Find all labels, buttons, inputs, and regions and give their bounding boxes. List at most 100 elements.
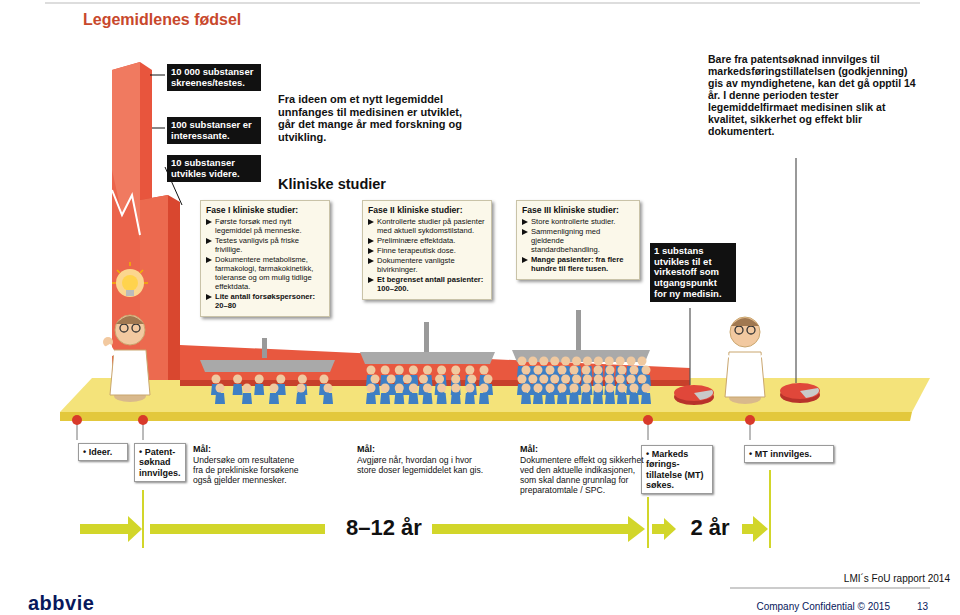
patient-head xyxy=(367,384,376,393)
patient-head xyxy=(642,366,651,375)
patient-head xyxy=(616,375,625,384)
callout-box: 10 substanser utvikles videre. xyxy=(167,155,261,182)
patient-head xyxy=(381,366,390,375)
patient-head xyxy=(594,357,603,366)
node-heading: 10 000 substanser skreenes/testes. xyxy=(171,67,257,88)
patient-head xyxy=(243,384,252,393)
bullet-row: Mange pasienter: fra flere hundre til fl… xyxy=(522,256,634,274)
goal-text: Undersøke om resultatene fra de preklini… xyxy=(193,456,305,486)
bullet-triangle xyxy=(206,219,212,225)
patient-figure xyxy=(465,393,475,404)
patient-head xyxy=(539,357,548,366)
patient-head xyxy=(437,384,446,393)
company-logo: abbvie xyxy=(28,592,118,615)
patient-head xyxy=(518,375,527,384)
node-text: Dokumentere metabolisme, farmakologi, fa… xyxy=(215,256,324,292)
bullet-row: Store kontrollerte studier. xyxy=(522,218,634,227)
callout-box: 1 substans utvikles til et virkestoff so… xyxy=(650,243,736,302)
patient-figure xyxy=(254,384,264,395)
patient-figure xyxy=(605,393,615,404)
bullet-triangle xyxy=(368,238,374,244)
node-heading: • Markeds førings-tillatelse (MT) søkes. xyxy=(646,449,708,490)
patient-head xyxy=(465,384,474,393)
node-text: Første forsøk med nytt legemiddel på men… xyxy=(215,218,324,236)
milestone-box: • Markeds førings-tillatelse (MT) søkes. xyxy=(641,445,713,494)
bullet-triangle xyxy=(522,219,528,225)
node-heading: • MT innvilges. xyxy=(749,449,829,459)
patient-head xyxy=(546,384,555,393)
patient-figure xyxy=(451,393,461,404)
patient-head xyxy=(618,384,627,393)
node-text: Finne terapeutisk dose. xyxy=(377,247,456,256)
patient-figure xyxy=(394,393,404,404)
node-heading: Fase I kliniske studier: xyxy=(206,205,324,215)
patient-head xyxy=(528,357,537,366)
bullet-row: Første forsøk med nytt legemiddel på men… xyxy=(206,218,324,236)
patient-head xyxy=(467,375,476,384)
patient-head xyxy=(522,366,531,375)
patient-head xyxy=(606,384,615,393)
node-heading: Fase II kliniske studier: xyxy=(368,205,486,215)
patient-figure xyxy=(545,393,555,404)
patient-figure xyxy=(323,393,333,404)
bullet-triangle xyxy=(368,219,374,225)
patient-figure xyxy=(617,393,627,404)
node-heading: 10 substanser utvikles videre. xyxy=(171,158,257,179)
patient-head xyxy=(437,366,446,375)
patient-head xyxy=(534,366,543,375)
bullet-row: Testes vanligvis på friske frivillige. xyxy=(206,237,324,255)
patient-head xyxy=(255,375,264,384)
bullet-triangle xyxy=(206,294,212,300)
patient-head xyxy=(480,384,489,393)
patient-figure xyxy=(380,393,390,404)
node-heading: Fase III kliniske studier: xyxy=(522,205,634,215)
bullet-row: Dokumentere vanligste bivirkninger. xyxy=(368,257,486,275)
patient-head xyxy=(480,366,489,375)
patient-head xyxy=(558,366,567,375)
patient-head xyxy=(451,384,460,393)
bullet-row: Et begrenset antall pasienter: 100–200. xyxy=(368,276,486,294)
patient-head xyxy=(638,357,647,366)
duration-label: 2 år xyxy=(678,515,742,540)
patient-figure xyxy=(521,393,531,404)
patient-head xyxy=(465,366,474,375)
patient-head xyxy=(419,375,428,384)
node-heading: 1 substans utvikles til et virkestoff so… xyxy=(654,246,732,299)
patient-figure xyxy=(423,393,433,404)
patient-figure xyxy=(557,393,567,404)
patient-head xyxy=(395,366,404,375)
patient-head xyxy=(616,357,625,366)
patient-figure xyxy=(629,393,639,404)
patient-figure xyxy=(215,393,225,404)
callout-box: 100 substanser er interessante. xyxy=(167,117,261,144)
patient-head xyxy=(582,384,591,393)
phase-board: Fase I kliniske studier: Første forsøk me… xyxy=(200,200,330,317)
patient-head xyxy=(627,357,636,366)
patient-head xyxy=(522,384,531,393)
node-heading: 100 substanser er interessante. xyxy=(171,120,257,141)
patient-head xyxy=(212,375,221,384)
patient-head xyxy=(570,366,579,375)
node-text: Sammenligning med gjeldende standardbeha… xyxy=(531,228,634,255)
bullet-row: Kontrollerte studier på pasienter med ak… xyxy=(368,218,486,236)
patient-head xyxy=(594,384,603,393)
intro-note: Fra ideen om et nytt legemiddel unnfange… xyxy=(278,93,478,144)
patient-figure xyxy=(242,393,252,404)
patient-figure xyxy=(533,393,543,404)
diagram-title: Legemidlenes fødsel xyxy=(83,11,241,29)
patient-head xyxy=(570,384,579,393)
patient-figure xyxy=(269,393,279,404)
patient-head xyxy=(270,384,279,393)
patient-head xyxy=(403,375,412,384)
phase-board: Fase III kliniske studier: Store kontroll… xyxy=(516,200,640,280)
patient-head xyxy=(561,375,570,384)
patient-figure xyxy=(593,393,603,404)
patient-head xyxy=(451,366,460,375)
callout-box: 10 000 substanser skreenes/testes. xyxy=(167,64,261,91)
patient-head xyxy=(630,366,639,375)
patient-head xyxy=(297,384,306,393)
patient-head xyxy=(572,375,581,384)
bullet-row: Dokumentere metabolisme, farmakologi, fa… xyxy=(206,256,324,292)
patient-figure xyxy=(233,384,243,395)
